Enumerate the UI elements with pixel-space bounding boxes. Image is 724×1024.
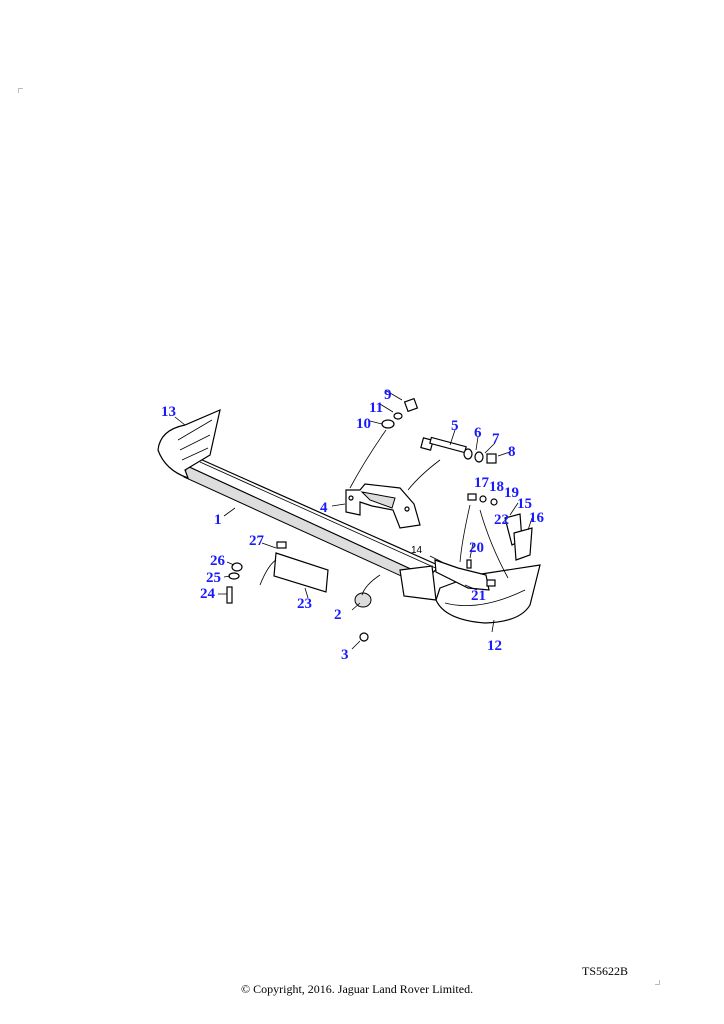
upper-bolt-assembly [381, 397, 419, 429]
callout-1: 1 [214, 512, 222, 528]
callout-18: 18 [489, 479, 504, 495]
callout-19: 19 [504, 485, 519, 501]
crop-mark-top-left [18, 88, 23, 93]
callout-25: 25 [206, 570, 221, 586]
callout-13: 13 [161, 404, 176, 420]
diagram-reference: TS5622B [582, 964, 629, 978]
callout-15: 15 [517, 496, 532, 512]
callout-10: 10 [356, 416, 371, 432]
callout-21: 21 [471, 588, 486, 604]
right-end-cap [435, 564, 541, 624]
callout-2: 2 [334, 607, 342, 623]
callout-22: 22 [494, 512, 509, 528]
callout-26: 26 [210, 553, 226, 569]
callout-5: 5 [451, 418, 459, 434]
callout-4: 4 [320, 500, 328, 516]
callout-8: 8 [508, 444, 516, 460]
nut [359, 632, 369, 642]
callout-23: 23 [297, 596, 312, 612]
callout-16: 16 [529, 510, 545, 526]
callout-11: 11 [369, 400, 383, 416]
crop-mark-bottom-right [655, 980, 660, 985]
callout-9: 9 [384, 387, 392, 403]
callout-27: 27 [249, 533, 265, 549]
callout-7: 7 [492, 431, 500, 447]
callout-24: 24 [200, 586, 216, 602]
number-plate-parts [226, 541, 329, 604]
callout-14: 14 [411, 545, 423, 556]
bolt-assembly [420, 436, 497, 464]
callout-20: 20 [469, 540, 484, 556]
callout-6: 6 [474, 425, 482, 441]
leader-lines [174, 389, 533, 650]
copyright-notice: © Copyright, 2016. Jaguar Land Rover Lim… [241, 982, 474, 996]
callout-17: 17 [474, 475, 490, 491]
callout-labels: 1 2 3 4 5 6 7 8 9 10 11 12 13 14 15 16 1… [161, 387, 545, 663]
callout-12: 12 [487, 638, 502, 654]
callout-3: 3 [341, 647, 349, 663]
left-end-cap [157, 408, 221, 479]
mounting-bracket [345, 483, 421, 529]
side-brackets [434, 493, 533, 591]
